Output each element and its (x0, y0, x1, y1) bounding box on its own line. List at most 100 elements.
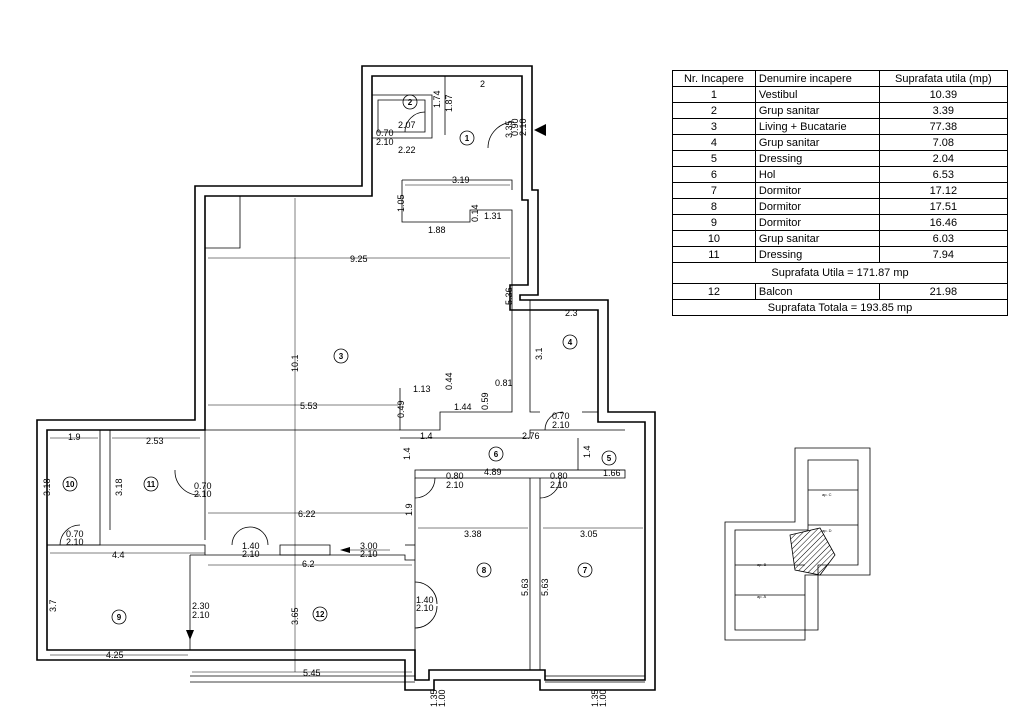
door-height: 2.10 (446, 480, 464, 490)
room-nr-cell: 8 (672, 198, 756, 215)
dimension-label: 3.38 (464, 529, 482, 539)
keyplan-label: ap. D (822, 528, 832, 533)
room-number: 12 (316, 610, 325, 619)
room-nr-cell: 10 (672, 230, 756, 247)
key-plan: ap. C ap. D ap. B ap. A (724, 447, 871, 641)
dimension-label: 1.87 (444, 94, 454, 112)
room-number: 1 (465, 134, 470, 143)
room-area-cell: 16.46 (878, 214, 1009, 231)
column-header: Suprafata utila (mp) (878, 70, 1009, 87)
room-area-cell: 2.04 (878, 150, 1009, 167)
dimension-label: 1.9 (68, 432, 81, 442)
dimension-label: 1.13 (413, 384, 431, 394)
dimension-label: 5.36 (504, 287, 514, 305)
room-area-cell: 7.94 (878, 246, 1009, 263)
room-area-cell: 17.12 (878, 182, 1009, 199)
door-width: 3.00 (360, 541, 378, 551)
dimension-label: 0.59 (480, 392, 490, 410)
total-cell: Suprafata Totala = 193.85 mp (672, 299, 1008, 316)
dimension-label: 6.22 (298, 509, 316, 519)
room-number: 11 (147, 480, 156, 489)
keyplan-label: ap. B (757, 562, 767, 567)
dimension-label: 3.1 (534, 347, 544, 360)
door-width: 0.80 (446, 471, 464, 481)
room-number: 10 (66, 480, 75, 489)
door-labels: 0.902.10 0.70 2.10 0.70 2.10 0.80 2.10 0… (66, 118, 608, 707)
dimension-label: 2.07 (398, 120, 416, 130)
dimension-label: 4.4 (112, 550, 125, 560)
total-row: Suprafata Totala = 193.85 mp (672, 299, 1008, 316)
room-name-cell: Hol (754, 166, 880, 183)
dimension-label: 3.18 (114, 478, 124, 496)
room-area-cell: 17.51 (878, 198, 1009, 215)
dimension-label: 2.53 (146, 436, 164, 446)
dimension-label: 0.81 (495, 378, 513, 388)
dimension-label: 1.44 (454, 402, 472, 412)
subtotal-cell: Suprafata Utila = 171.87 mp (672, 262, 1008, 284)
column-header: Nr. Incapere (672, 70, 756, 87)
room-area-cell: 77.38 (878, 118, 1009, 135)
door-height: 2.10 (194, 489, 212, 499)
room-name-cell: Vestibul (754, 86, 880, 103)
door-height: 2.10 (550, 480, 568, 490)
room-nr-cell: 9 (672, 214, 756, 231)
room-nr-cell: 12 (672, 283, 756, 300)
door-width: 0.80 (550, 471, 568, 481)
balcony-rail (190, 675, 645, 683)
balcony-row: 12 Balcon 21.98 (672, 283, 1009, 300)
room-number: 7 (583, 566, 588, 575)
dimension-label: 1.4 (420, 431, 433, 441)
door-height: 2.10 (66, 537, 84, 547)
dimension-label: 1.88 (428, 225, 446, 235)
dimension-labels: 2 1.87 1.74 2.07 2.22 3.35 3.19 1.05 1.8… (42, 79, 621, 678)
dimension-label: 5.45 (303, 668, 321, 678)
door-height: 2.10 (416, 603, 434, 613)
dimension-label: 5.53 (300, 401, 318, 411)
entry-arrow-icon (534, 124, 546, 136)
dimension-label: 2 (480, 79, 485, 89)
dimension-lines (50, 184, 643, 673)
door-height: 2.10 (192, 610, 210, 620)
room-area-cell: 7.08 (878, 134, 1009, 151)
door-width: 0.70 (376, 128, 394, 138)
room-nr-cell: 6 (672, 166, 756, 183)
direction-arrow-icon (340, 547, 350, 553)
dimension-label: 2.22 (398, 145, 416, 155)
dimension-label: 2.3 (565, 308, 578, 318)
dimension-label: 3.05 (580, 529, 598, 539)
room-number: 6 (494, 450, 499, 459)
dimension-label: 5.63 (520, 578, 530, 596)
dimension-label: 1.31 (484, 211, 502, 221)
room-area-cell: 6.03 (878, 230, 1009, 247)
room-number: 4 (568, 338, 573, 347)
dimension-label: 0.44 (444, 372, 454, 390)
dimension-label: 2.76 (522, 431, 540, 441)
door-width: 1.40 (416, 595, 434, 605)
door-height: 2.10 (242, 549, 260, 559)
room-name-cell: Living + Bucatarie (754, 118, 880, 135)
dimension-label: 9.25 (350, 254, 368, 264)
direction-arrow-icon (186, 630, 194, 640)
door-width: 1.40 (242, 541, 260, 551)
room-nr-cell: 3 (672, 118, 756, 135)
room-area-table: Nr. Incapere Denumire incapere Suprafata… (672, 70, 1009, 316)
door-width: 0.70 (194, 481, 212, 491)
door-swings (59, 111, 564, 629)
room-nr-cell: 2 (672, 102, 756, 119)
dimension-label: 4.25 (106, 650, 124, 660)
room-nr-cell: 1 (672, 86, 756, 103)
room-nr-cell: 7 (672, 182, 756, 199)
dimension-label: 5.63 (540, 578, 550, 596)
room-name-cell: Grup sanitar (754, 134, 880, 151)
dimension-label: 1.4 (582, 445, 592, 458)
room-name-cell: Dormitor (754, 214, 880, 231)
room-markers: 1 2 3 4 5 6 7 8 9 10 11 12 (62, 94, 617, 625)
window-height: 1.00 (437, 689, 447, 707)
